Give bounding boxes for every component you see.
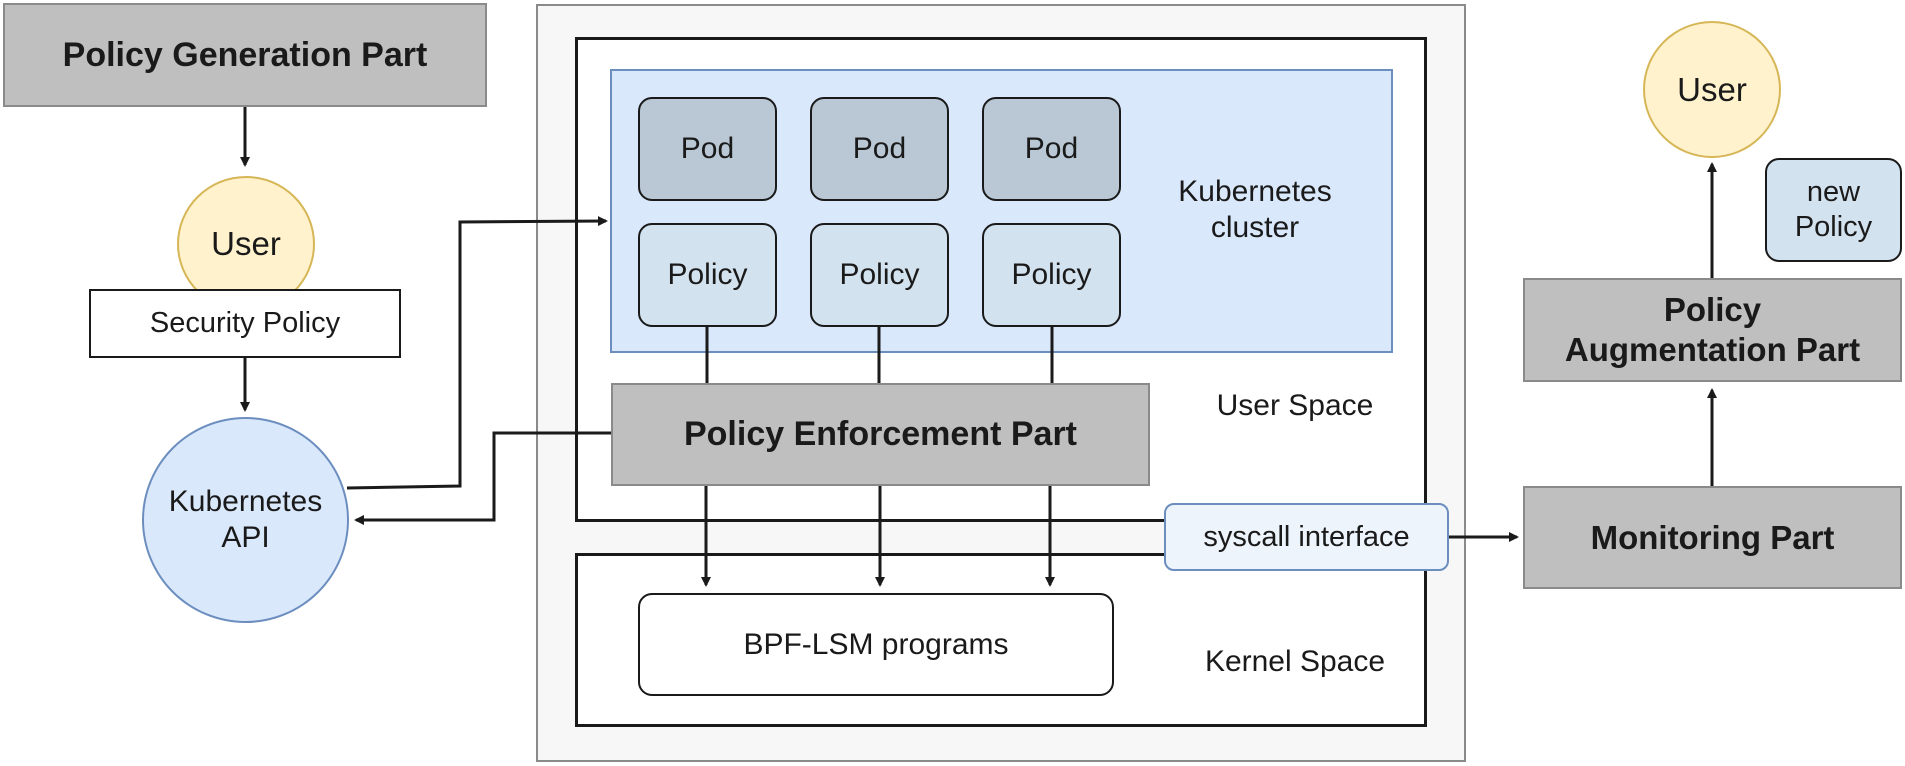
user-space-text: User Space — [1216, 389, 1374, 422]
kernel-space-label: Kernel Space — [1170, 639, 1420, 685]
policy-box-2: Policy — [810, 223, 949, 327]
policy-box-3: Policy — [982, 223, 1121, 327]
new-policy-label-line1: new — [1806, 176, 1861, 209]
kubernetes-cluster-label-line2: cluster — [1210, 211, 1300, 244]
new-policy-box: new Policy — [1765, 158, 1902, 262]
kernel-space-text: Kernel Space — [1204, 645, 1386, 678]
pod-label: Pod — [680, 132, 735, 165]
arrow-api-to-cluster — [346, 216, 608, 490]
pod-label: Pod — [1024, 132, 1079, 165]
policy-generation-box: Policy Generation Part — [3, 3, 487, 107]
policy-label: Policy — [839, 258, 920, 291]
monitoring-part-label: Monitoring Part — [1590, 518, 1835, 556]
kubernetes-cluster-label: Kubernetes cluster — [1140, 165, 1370, 255]
kubernetes-cluster-label-line1: Kubernetes — [1178, 175, 1332, 208]
pod-label: Pod — [852, 132, 907, 165]
kubernetes-api-label-line1: Kubernetes — [168, 485, 323, 518]
policy-box-1: Policy — [638, 223, 777, 327]
security-policy-box: Security Policy — [89, 289, 401, 358]
kubernetes-api-circle: Kubernetes API — [142, 417, 349, 623]
policy-label: Policy — [1011, 258, 1092, 291]
user-circle-right: User — [1643, 21, 1781, 158]
user-label-left: User — [211, 225, 281, 262]
user-label-right: User — [1677, 70, 1747, 108]
kubernetes-api-label-line2: API — [221, 521, 270, 554]
policy-generation-label: Policy Generation Part — [62, 35, 428, 74]
policy-augmentation-box: Policy Augmentation Part — [1523, 278, 1902, 382]
pod-box-2: Pod — [810, 97, 949, 201]
bpf-lsm-label: BPF-LSM programs — [743, 627, 1009, 661]
policy-augmentation-label-line1: Policy — [1663, 291, 1762, 329]
policy-enforcement-box: Policy Enforcement Part — [611, 383, 1150, 486]
policy-label: Policy — [667, 258, 748, 291]
pod-box-3: Pod — [982, 97, 1121, 201]
syscall-interface-box: syscall interface — [1164, 503, 1449, 571]
security-policy-label: Security Policy — [149, 307, 341, 339]
policy-augmentation-label-line2: Augmentation Part — [1564, 331, 1861, 368]
pod-box-1: Pod — [638, 97, 777, 201]
bpf-lsm-box: BPF-LSM programs — [638, 593, 1114, 696]
monitoring-part-box: Monitoring Part — [1523, 486, 1902, 589]
arrow-enforcement-to-api — [354, 431, 611, 525]
new-policy-label-line2: Policy — [1794, 211, 1873, 243]
policy-enforcement-label: Policy Enforcement Part — [683, 415, 1077, 453]
user-space-label: User Space — [1180, 383, 1410, 429]
syscall-interface-label: syscall interface — [1203, 520, 1410, 553]
